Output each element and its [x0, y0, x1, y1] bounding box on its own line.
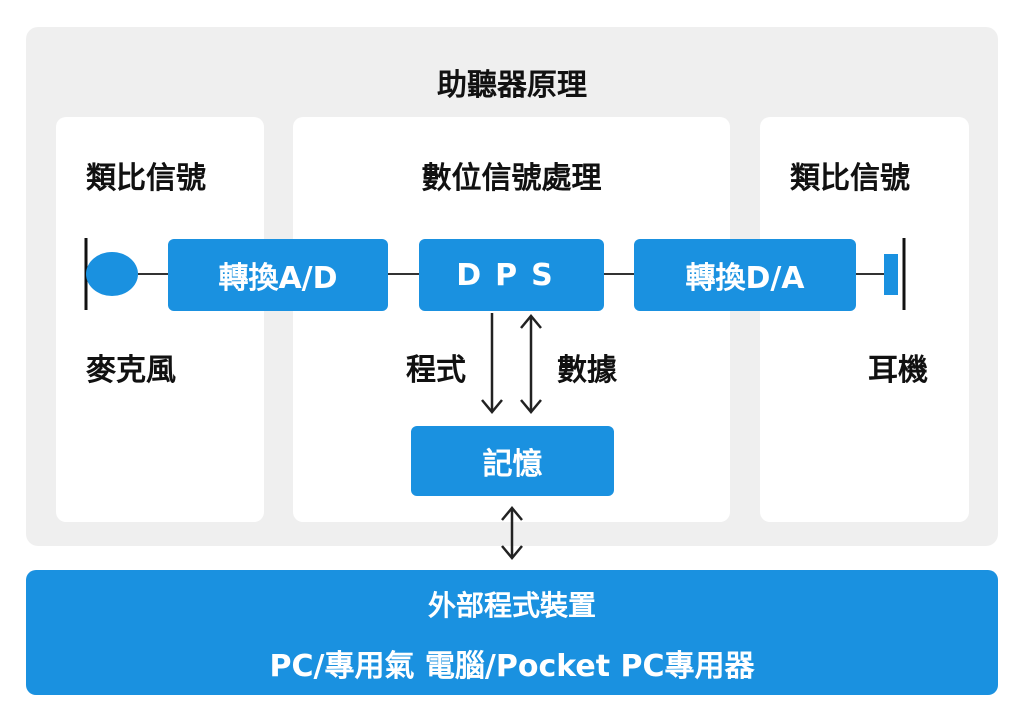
external-device-list: PC/專用氣 電腦/Pocket PC專用器 — [269, 649, 755, 684]
section-label-digital: 數位信號處理 — [421, 161, 602, 196]
analog-output-panel — [760, 117, 969, 522]
external-device-title: 外部程式裝置 — [427, 589, 596, 622]
section-label-analog-input: 類比信號 — [86, 161, 206, 196]
data-label: 數據 — [557, 353, 617, 388]
earphone-icon — [884, 254, 898, 295]
memory-block: 記憶 — [411, 426, 614, 496]
ad-converter-block: 轉換A/D — [168, 239, 388, 311]
analog-input-panel — [56, 117, 264, 522]
microphone-label: 麥克風 — [86, 353, 176, 388]
diagram-title: 助聽器原理 — [437, 68, 587, 103]
earphone-label: 耳機 — [868, 353, 928, 388]
program-label: 程式 — [406, 353, 466, 388]
section-label-analog-output: 類比信號 — [790, 161, 910, 196]
dps-block: DPS — [419, 239, 604, 311]
microphone-icon — [86, 252, 138, 296]
external-device-panel — [26, 570, 998, 695]
da-converter-block: 轉換D/A — [634, 239, 856, 311]
